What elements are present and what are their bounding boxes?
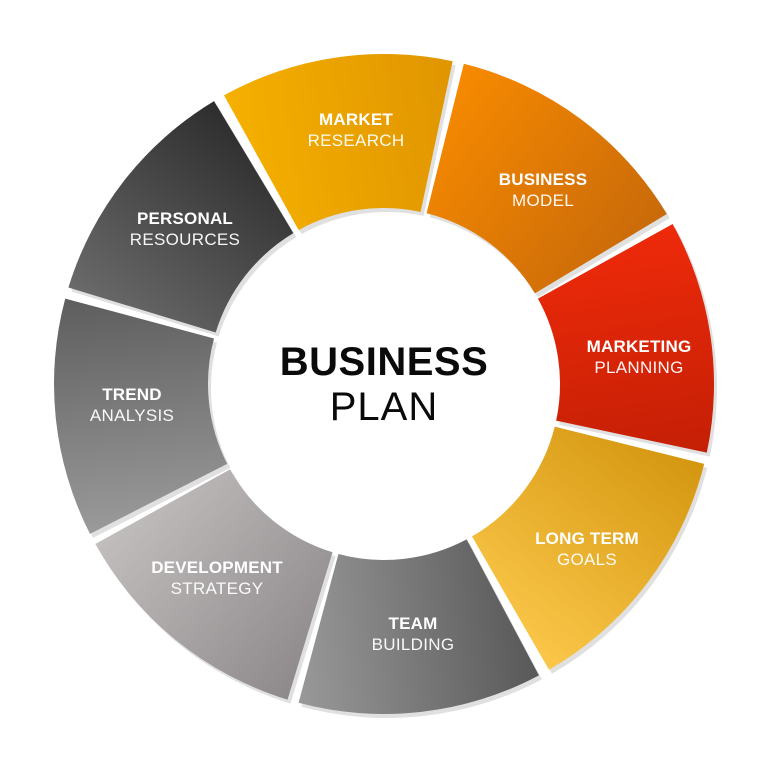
segment-marketing-planning [537,224,714,453]
segment-label-regular: ANALYSIS [89,406,175,425]
segment-label-regular: MODEL [512,191,574,210]
segment-label-bold: BUSINESS [498,169,588,189]
segment-label-long-term-goals: LONG TERM GOALS [535,528,639,571]
segment-label-regular: RESOURCES [129,230,241,249]
segment-label-regular: STRATEGY [170,579,264,598]
segment-label-bold: MARKET [319,109,393,129]
segment-label-market-research: MARKET RESEARCH [308,109,405,152]
segment-label-bold: DEVELOPMENT [151,557,283,577]
segment-business-model [426,63,667,294]
segment-label-regular: PLANNING [594,358,684,377]
segment-label-regular: RESEARCH [307,131,405,150]
segment-label-bold: LONG TERM [535,528,639,548]
segment-label-bold: TREND [102,384,162,404]
segment-long-term-goals [472,426,705,670]
segment-label-bold: TEAM [388,613,438,633]
segment-label-bold: MARKETING [586,336,692,356]
segment-trend-analysis [53,298,228,534]
segment-team-building [298,539,539,714]
segment-market-research [224,53,453,231]
wheel-segments [53,53,717,718]
segment-development-strategy [95,469,333,700]
segment-label-marketing-planning: MARKETING PLANNING [587,336,692,379]
segment-label-trend-analysis: TREND ANALYSIS [90,384,174,427]
center-title: BUSINESS PLAN [280,340,489,430]
segment-label-personal-resources: PERSONAL RESOURCES [130,208,240,251]
segment-label-regular: GOALS [556,550,618,569]
center-title-line2: PLAN [329,385,439,429]
segment-label-bold: PERSONAL [136,208,234,228]
segment-personal-resources [68,101,294,333]
segment-label-development-strategy: DEVELOPMENT STRATEGY [151,557,283,600]
center-title-line1: BUSINESS [279,340,489,385]
segment-label-team-building: TEAM BUILDING [372,613,455,656]
segment-label-business-model: BUSINESS MODEL [499,169,588,212]
segment-label-regular: BUILDING [371,635,455,654]
